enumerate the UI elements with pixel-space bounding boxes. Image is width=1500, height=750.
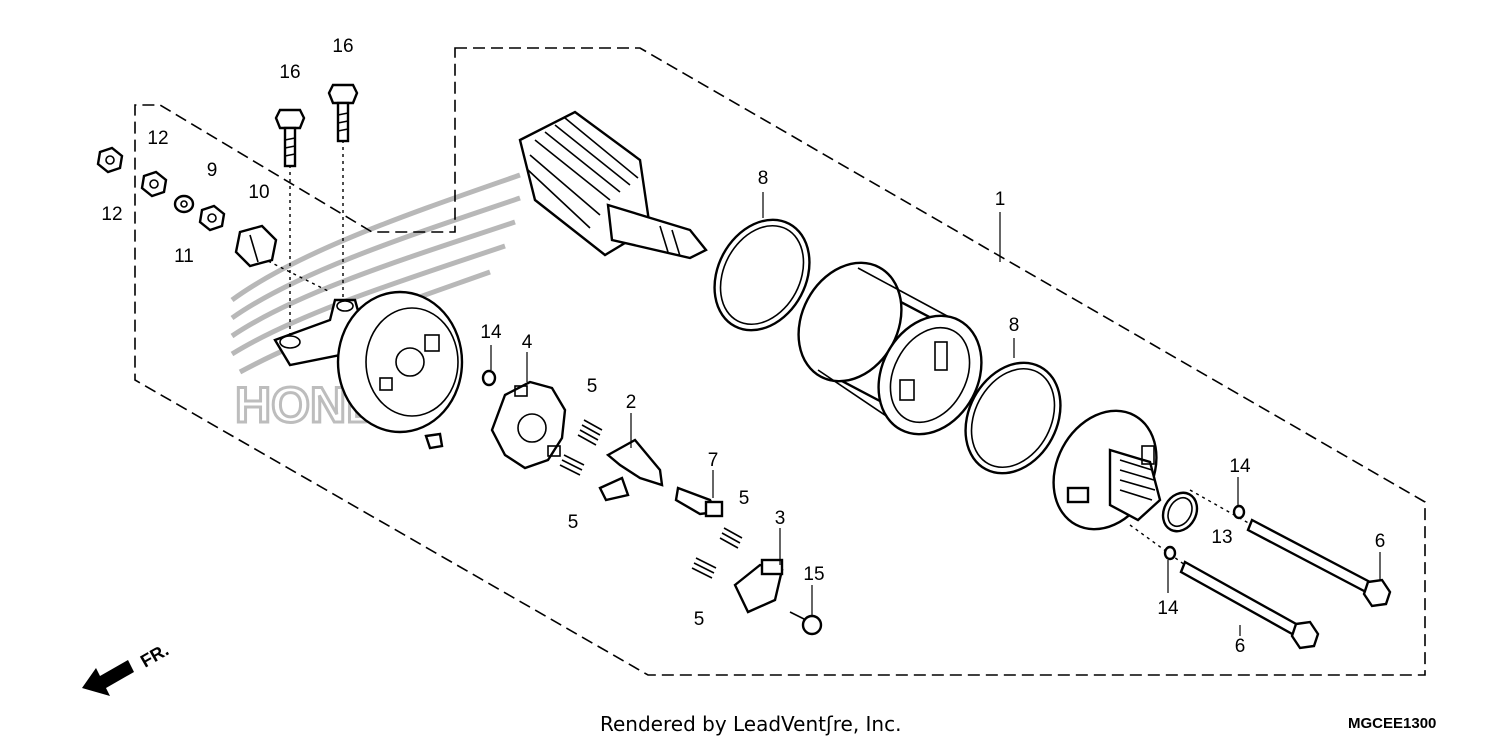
- brush-holder-part-4: [490, 380, 567, 470]
- callout-label: 16: [332, 36, 353, 57]
- leader-lines: [490, 192, 1381, 636]
- callout-label: 6: [1235, 636, 1246, 657]
- callout-label: 8: [1009, 315, 1020, 336]
- small-bushing: [424, 432, 444, 450]
- assembly-boundary-outer: [134, 47, 1426, 676]
- callout-label: 6: [1375, 531, 1386, 552]
- footer-credit: Rendered by LeadVentʃre, Inc.: [600, 712, 902, 736]
- callout-label: 9: [207, 160, 218, 181]
- callout-label: 14: [1229, 456, 1251, 477]
- brush-plate-part-2: [598, 438, 664, 502]
- callout-label: 5: [568, 512, 579, 533]
- nut-part-10: [234, 224, 278, 268]
- brush-plate-part-3: [733, 558, 784, 614]
- nut-part-12-a: [96, 146, 124, 174]
- callout-label: 7: [708, 450, 719, 471]
- callout-labels: 16 16 12 12 9 10 11 14 4 5 2 5 7 5 3 5 1…: [101, 36, 1385, 657]
- callout-label: 10: [248, 182, 269, 203]
- callout-label: 5: [587, 376, 598, 397]
- front-housing: [273, 290, 464, 434]
- callout-label: 14: [480, 322, 502, 343]
- spring-part-5-c: [719, 527, 743, 549]
- front-marker-label: FR.: [137, 640, 172, 672]
- callout-label: 14: [1157, 598, 1179, 619]
- bolt-alignment-line: [1189, 489, 1253, 526]
- o-ring-part-8-front: [713, 218, 811, 332]
- callout-label: 12: [101, 204, 122, 225]
- callout-label: 5: [739, 488, 750, 509]
- rear-cover: [1052, 409, 1162, 531]
- callout-label: 3: [775, 508, 786, 529]
- nut-part-9: [198, 204, 226, 232]
- nut-part-12-b: [140, 170, 168, 198]
- spring-part-5-a: [577, 419, 603, 446]
- terminal-bolt-part-7: [674, 486, 724, 518]
- o-ring-part-14-c: [1163, 545, 1177, 561]
- spring-part-5-b: [559, 454, 585, 476]
- callout-label: 12: [147, 128, 168, 149]
- callout-label: 5: [694, 609, 705, 630]
- callout-label: 4: [522, 332, 533, 353]
- through-bolt-part-6-lower: [1179, 560, 1320, 650]
- diagram-code: MGCEE1300: [1348, 715, 1437, 732]
- armature: [518, 110, 708, 260]
- front-direction-arrow: FR.: [82, 640, 172, 696]
- callout-label: 11: [174, 246, 194, 267]
- callout-label: 13: [1211, 527, 1232, 548]
- bolt-part-16-left: [274, 108, 306, 168]
- through-bolt-part-6-upper: [1246, 518, 1392, 608]
- nut-alignment-line: [261, 257, 331, 293]
- o-ring-part-8-rear: [964, 361, 1062, 475]
- bolt-part-16-right: [327, 83, 359, 143]
- screw-part-15: [789, 611, 823, 636]
- callout-label: 2: [626, 392, 637, 413]
- o-ring-part-14-a: [481, 369, 497, 387]
- yoke-housing: [797, 261, 983, 436]
- callout-label: 15: [803, 564, 824, 585]
- o-ring-part-14-b: [1232, 504, 1246, 520]
- callout-label: 16: [279, 62, 300, 83]
- bolt-alignment-line: [1129, 524, 1186, 566]
- callout-label: 1: [995, 189, 1006, 210]
- washer-part-11: [173, 194, 195, 214]
- callout-label: 8: [758, 168, 769, 189]
- spring-part-5-d: [691, 557, 717, 579]
- o-ring-part-13: [1161, 491, 1199, 533]
